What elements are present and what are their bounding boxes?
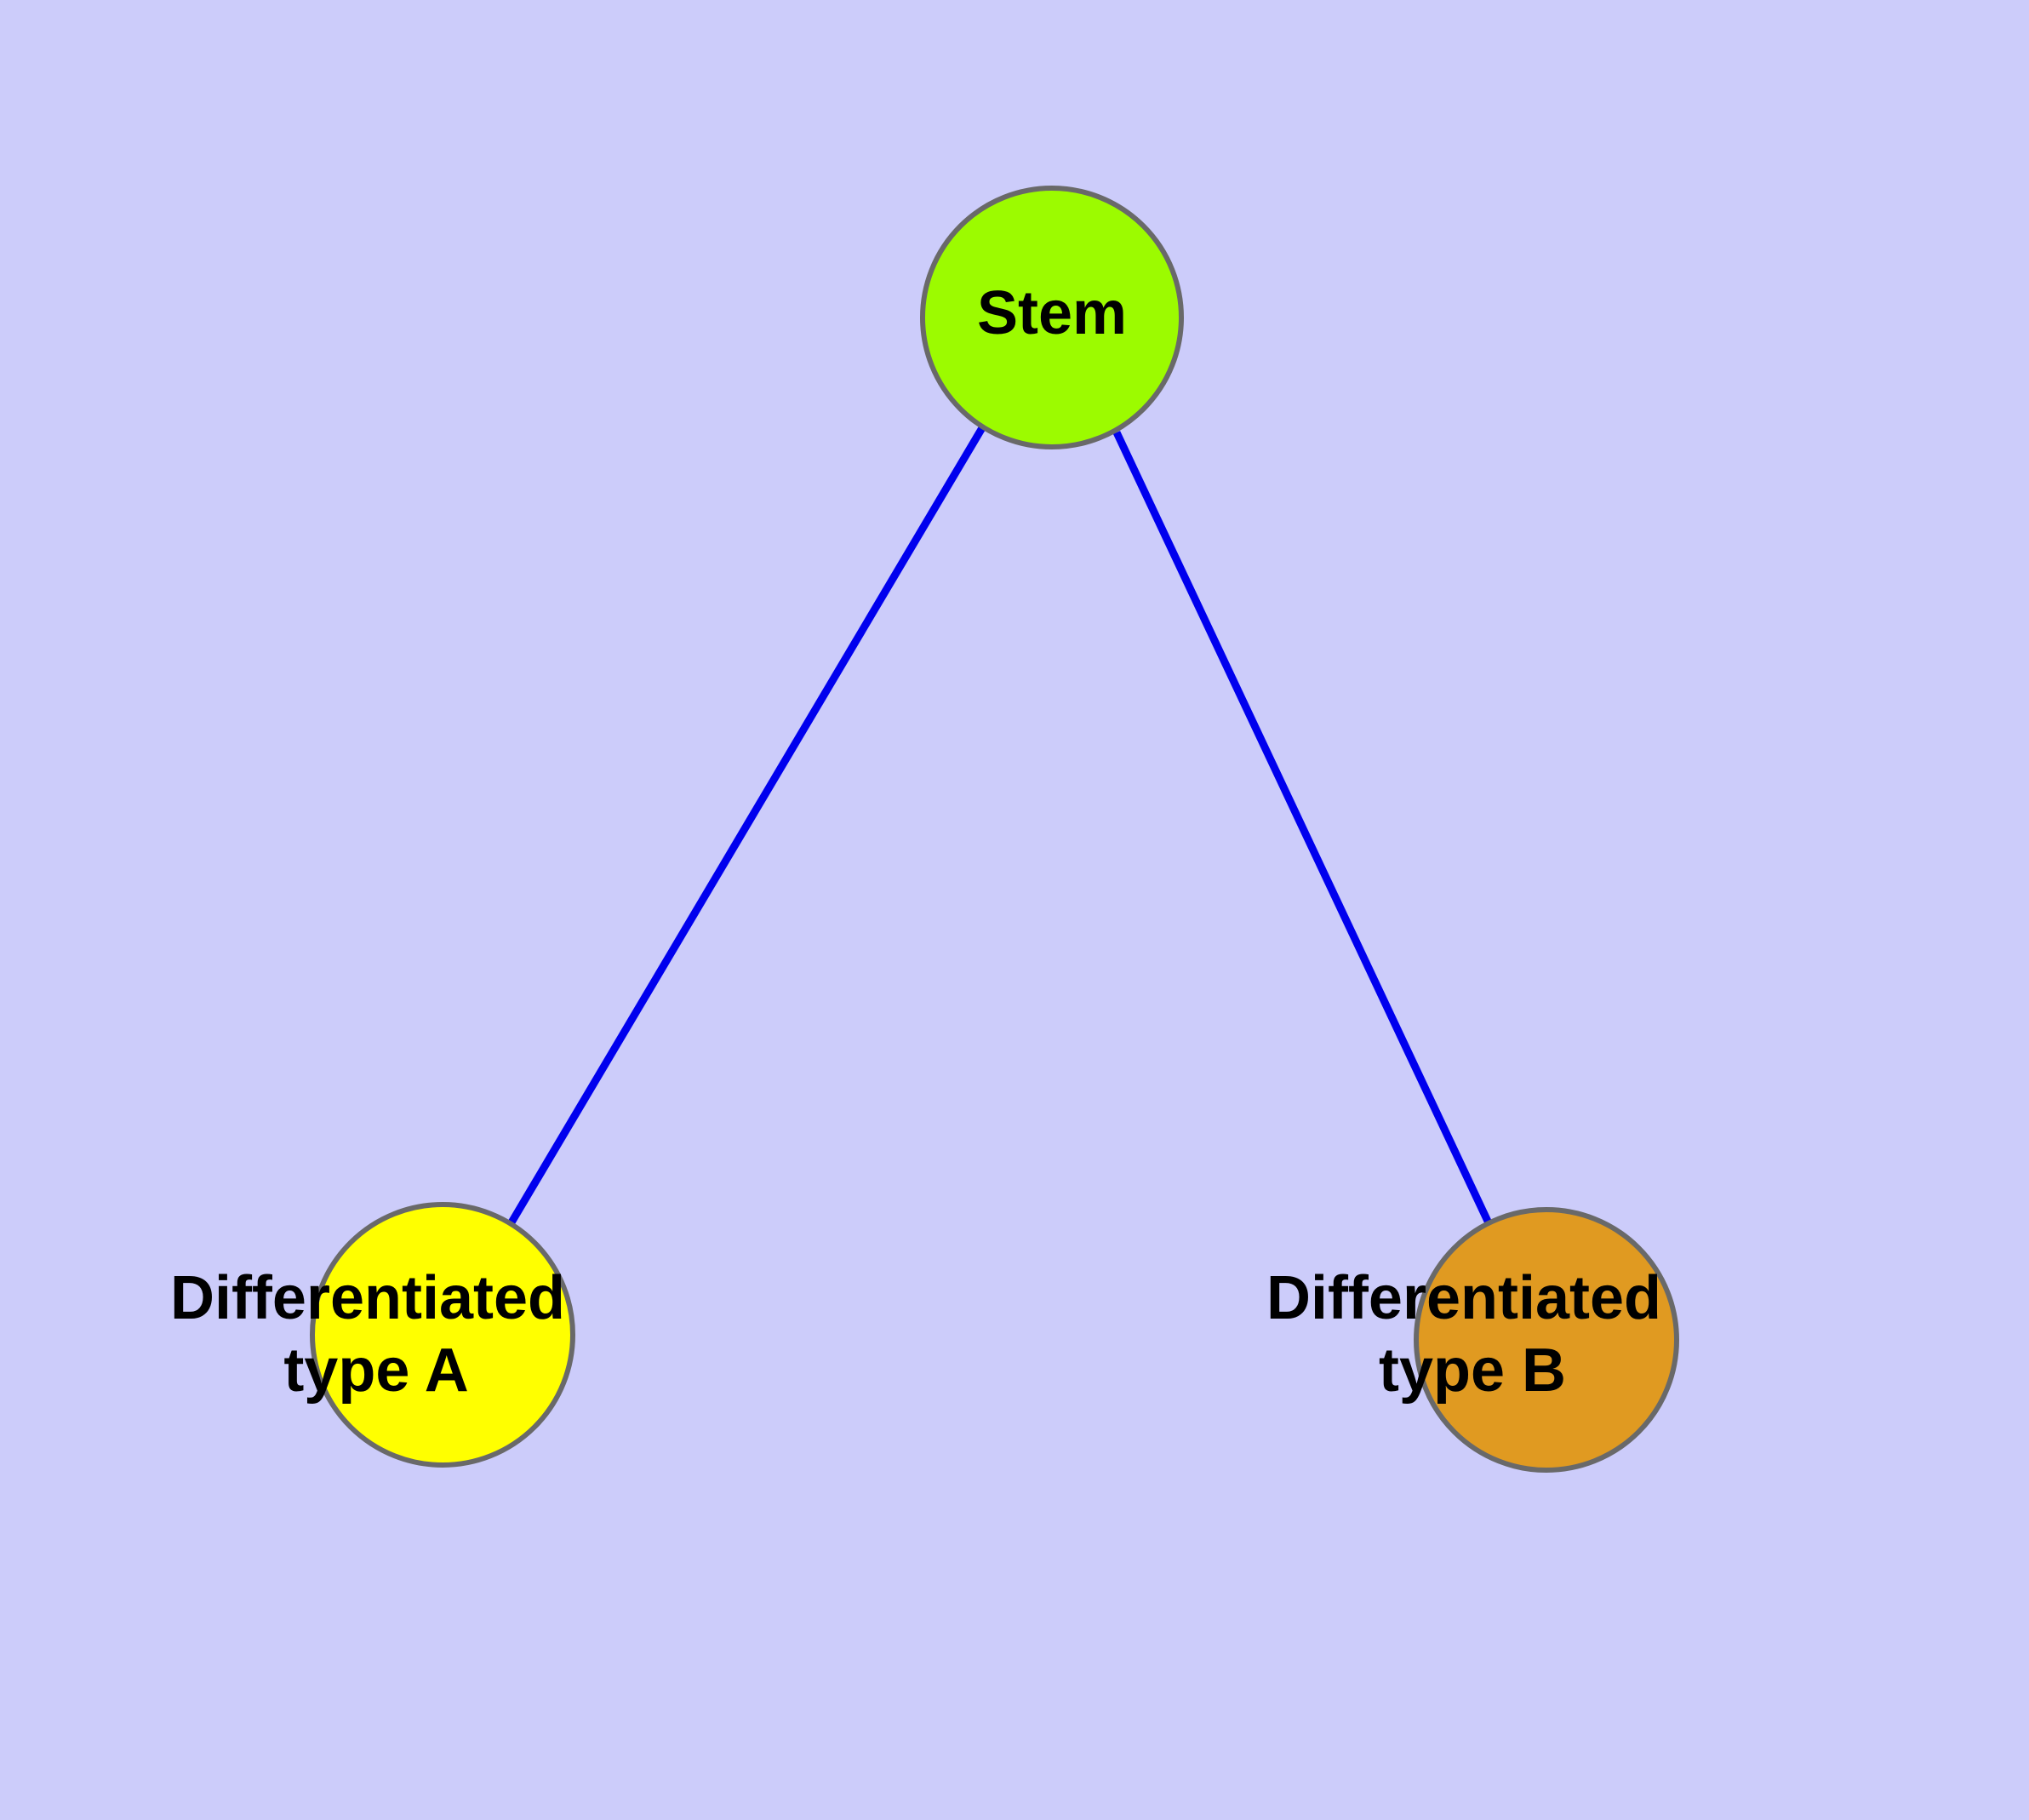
- edges-layer: [508, 424, 1495, 1230]
- edge-stem-to-type-a[interactable]: [508, 424, 986, 1225]
- labels-layer: Stem Differentiated type A Differentiate…: [170, 279, 1678, 1405]
- node-label-stem: Stem: [977, 279, 1127, 347]
- edge-stem-to-type-b[interactable]: [1112, 431, 1495, 1230]
- node-label-type-b-line2: type B: [1379, 1336, 1566, 1405]
- node-label-type-b-line1: Differentiated: [1266, 1264, 1661, 1332]
- node-label-type-a-line1: Differentiated: [170, 1264, 565, 1332]
- node-label-differentiated-type-a: Differentiated type A: [170, 1264, 582, 1405]
- node-stem[interactable]: [920, 186, 1184, 449]
- node-label-type-a-line2: type A: [283, 1336, 468, 1405]
- nodes-layer: [310, 186, 1679, 1473]
- node-differentiated-type-b[interactable]: [1414, 1207, 1679, 1473]
- node-differentiated-type-a[interactable]: [310, 1202, 575, 1468]
- node-label-stem-line1: Stem: [977, 279, 1127, 347]
- node-label-differentiated-type-b: Differentiated type B: [1266, 1264, 1678, 1405]
